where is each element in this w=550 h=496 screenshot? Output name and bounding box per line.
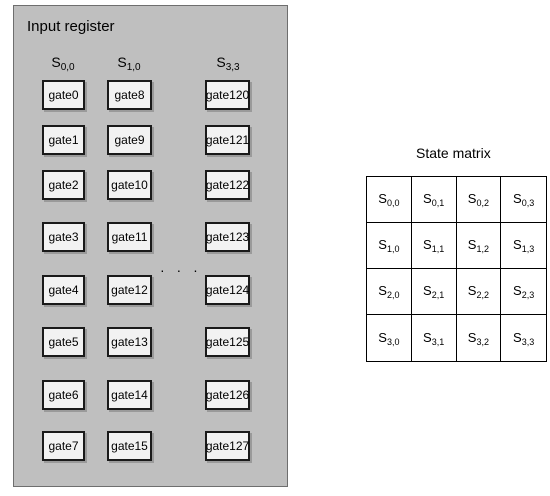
- gate-box-gate0: gate0: [42, 80, 85, 110]
- state-matrix-title: State matrix: [416, 145, 491, 161]
- gate-box-gate12: gate12: [107, 275, 152, 305]
- column-label-2: S3,3: [208, 54, 248, 73]
- matrix-cell-s1-3: S1,3: [501, 223, 546, 269]
- matrix-cell-subscript: 2,0: [386, 290, 400, 300]
- matrix-cell-subscript: 0,1: [431, 198, 445, 208]
- column-label-base: S: [51, 54, 61, 70]
- gate-box-gate2: gate2: [42, 170, 85, 200]
- matrix-cell-s0-2: S0,2: [456, 177, 502, 223]
- matrix-cell-subscript: 2,1: [431, 290, 445, 300]
- column-label-subscript: 0,0: [60, 62, 75, 73]
- matrix-cell-subscript: 2,3: [521, 290, 535, 300]
- matrix-cell-base: S: [378, 329, 387, 345]
- gate-box-gate14: gate14: [107, 380, 152, 410]
- matrix-cell-subscript: 2,2: [476, 290, 489, 300]
- column-label-base: S: [117, 54, 127, 70]
- matrix-cell-s0-3: S0,3: [501, 177, 546, 223]
- gate-box-gate5: gate5: [42, 327, 85, 357]
- matrix-cell-s2-1: S2,1: [411, 269, 457, 315]
- matrix-cell-s3-1: S3,1: [412, 315, 457, 361]
- matrix-cell-s2-3: S2,3: [501, 269, 546, 315]
- gate-box-gate11: gate11: [107, 222, 152, 252]
- matrix-cell-base: S: [378, 237, 387, 252]
- matrix-cell-s2-0: S2,0: [367, 269, 412, 315]
- matrix-cell-subscript: 1,0: [386, 244, 400, 254]
- matrix-cell-subscript: 0,0: [386, 198, 400, 208]
- matrix-cell-base: S: [378, 283, 387, 298]
- matrix-cell-subscript: 1,1: [431, 244, 445, 254]
- matrix-cell-subscript: 3,1: [431, 336, 445, 347]
- gate-box-gate125: gate125: [205, 327, 250, 357]
- gate-box-gate4: gate4: [42, 275, 85, 305]
- matrix-cell-s1-2: S1,2: [456, 223, 502, 269]
- matrix-cell-s3-2: S3,2: [457, 315, 502, 361]
- matrix-cell-s2-2: S2,2: [456, 269, 502, 315]
- matrix-cell-base: S: [423, 191, 432, 206]
- gate-box-gate123: gate123: [205, 222, 250, 252]
- gate-box-gate121: gate121: [205, 125, 250, 155]
- column-label-subscript: 3,3: [225, 62, 240, 73]
- gate-box-gate127: gate127: [205, 431, 250, 461]
- matrix-cell-base: S: [513, 283, 522, 298]
- gate-box-gate122: gate122: [205, 170, 250, 200]
- matrix-cell-subscript: 3,0: [386, 336, 400, 347]
- matrix-cell-s3-3: S3,3: [501, 315, 546, 361]
- matrix-cell-subscript: 0,2: [476, 198, 489, 208]
- matrix-cell-base: S: [513, 329, 522, 345]
- matrix-cell-s3-0: S3,0: [367, 315, 412, 361]
- matrix-cell-s0-1: S0,1: [411, 177, 457, 223]
- gate-box-gate3: gate3: [42, 222, 85, 252]
- gate-box-gate8: gate8: [107, 80, 152, 110]
- gate-box-gate13: gate13: [107, 327, 152, 357]
- matrix-cell-s0-0: S0,0: [367, 177, 412, 223]
- gate-box-gate7: gate7: [42, 431, 85, 461]
- matrix-cell-subscript: 0,3: [521, 198, 535, 208]
- matrix-cell-subscript: 1,3: [521, 244, 535, 254]
- ellipsis-separator: · · ·: [160, 262, 202, 278]
- matrix-cell-subscript: 3,2: [476, 336, 489, 347]
- matrix-cell-base: S: [378, 191, 387, 206]
- gate-box-gate1: gate1: [42, 125, 85, 155]
- matrix-cell-s1-0: S1,0: [367, 223, 412, 269]
- matrix-cell-base: S: [513, 237, 522, 252]
- matrix-cell-base: S: [467, 237, 477, 252]
- matrix-cell-base: S: [467, 283, 477, 298]
- gate-box-gate9: gate9: [107, 125, 152, 155]
- column-label-1: S1,0: [109, 54, 149, 73]
- column-label-base: S: [216, 54, 226, 70]
- gate-box-gate15: gate15: [107, 431, 152, 461]
- gate-box-gate124: gate124: [205, 275, 250, 305]
- input-register-title: Input register: [27, 18, 115, 35]
- matrix-cell-base: S: [467, 191, 477, 206]
- gate-box-gate120: gate120: [205, 80, 250, 110]
- matrix-cell-base: S: [467, 329, 477, 345]
- matrix-cell-subscript: 3,3: [521, 336, 535, 347]
- gate-box-gate126: gate126: [205, 380, 250, 410]
- column-label-0: S0,0: [43, 54, 83, 73]
- column-label-subscript: 1,0: [126, 62, 141, 73]
- gate-box-gate10: gate10: [107, 170, 152, 200]
- matrix-cell-base: S: [513, 191, 522, 206]
- matrix-cell-subscript: 1,2: [476, 244, 489, 254]
- matrix-cell-base: S: [423, 283, 432, 298]
- gate-box-gate6: gate6: [42, 380, 85, 410]
- matrix-cell-s1-1: S1,1: [411, 223, 457, 269]
- matrix-cell-base: S: [423, 237, 432, 252]
- matrix-cell-base: S: [423, 329, 432, 345]
